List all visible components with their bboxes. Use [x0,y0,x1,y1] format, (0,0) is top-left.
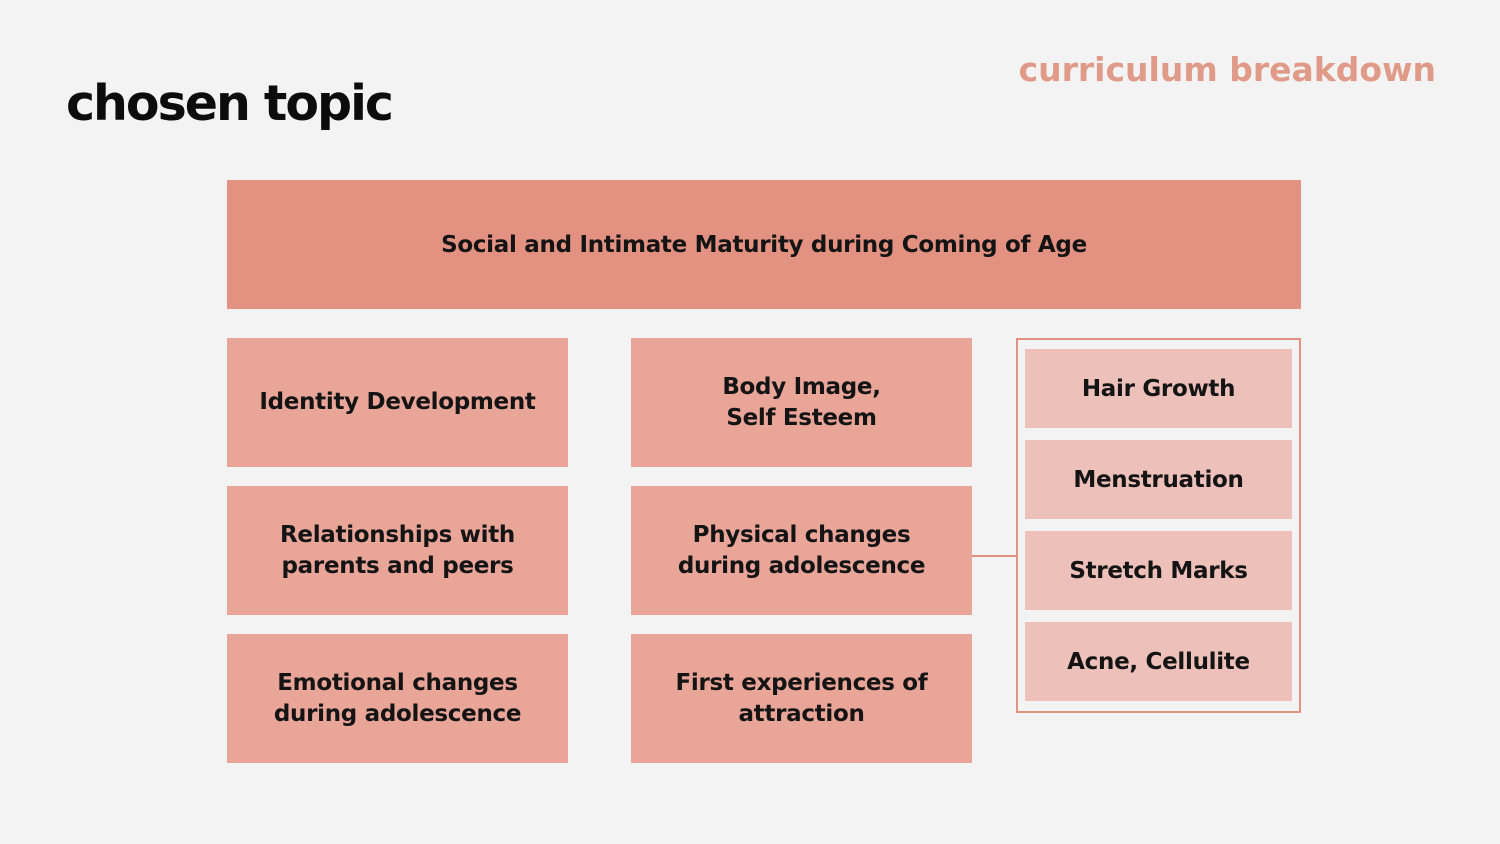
main-topic-box: Social and Intimate Maturity during Comi… [227,180,1301,309]
section-label: curriculum breakdown [1018,50,1436,89]
detail-acne-cellulite: Acne, Cellulite [1025,622,1292,701]
subtopic-body-image: Body Image,Self Esteem [631,338,972,467]
connector-line [972,555,1017,557]
detail-hair-growth: Hair Growth [1025,349,1292,428]
subtopic-body-image-label: Body Image,Self Esteem [722,373,881,431]
page-title: chosen topic [66,75,394,132]
detail-stretch-marks: Stretch Marks [1025,531,1292,610]
physical-details-group [1016,338,1301,713]
subtopic-identity-development: Identity Development [227,338,568,467]
detail-menstruation: Menstruation [1025,440,1292,519]
